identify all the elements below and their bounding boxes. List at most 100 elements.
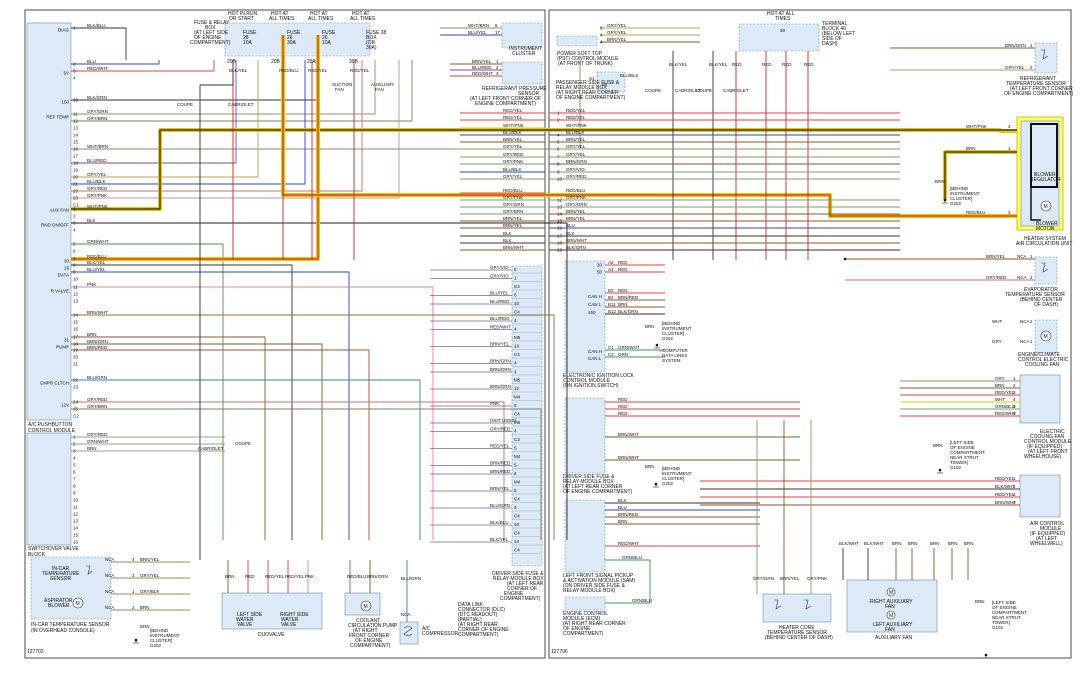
driver-fuse-box-left — [511, 265, 543, 567]
pin-number: C4 — [514, 310, 520, 315]
pin-number: 17 — [495, 30, 501, 35]
pushbutton-wire — [71, 60, 400, 199]
wire-color-label: BLU/BLK — [620, 73, 639, 78]
wire-color-label: RED — [245, 574, 255, 579]
pin-number: 4 — [514, 327, 517, 332]
pushbutton-wire — [71, 286, 434, 540]
ground-label: INSTRUMENT — [662, 471, 692, 476]
pin-number: B12 — [608, 309, 617, 314]
wire-color-label: BRN — [930, 541, 940, 546]
wire-color-label: BRN — [966, 146, 976, 151]
pin-number: 5 — [514, 446, 517, 451]
trunk-wire-label: WHT/PNK — [566, 123, 587, 128]
refrigerant-temp-sensor — [1034, 42, 1058, 74]
trunk-wire-label: GRY/RED — [566, 174, 587, 179]
pin-number: C2 — [73, 414, 79, 419]
pin-number: 1 — [1030, 43, 1033, 48]
switchover-valve-block — [26, 432, 72, 546]
trunk-wire-label: BLK/GRN — [566, 245, 586, 250]
wire-color-label: BLU/YEL — [87, 267, 106, 272]
pin-number: 7 — [73, 477, 76, 482]
pin-number: 16 — [557, 226, 563, 231]
refrig-thermistor — [1041, 49, 1049, 60]
ground-label: [LEFT SIDE — [950, 440, 974, 445]
pin-number: C4 — [514, 284, 520, 289]
ground-label: TOWER] — [950, 460, 968, 465]
wire-color-label: BLK/BLU — [490, 520, 509, 525]
wire-color-label: BLU/RED — [87, 158, 107, 163]
wire-color-label: RED/WHT — [490, 325, 511, 330]
nca-label: NCA — [401, 612, 411, 617]
wire-color-label: RED/BLU — [347, 574, 367, 579]
pin-number: 12 — [73, 119, 79, 124]
wire-color-label: BRN/WHT — [87, 310, 108, 315]
pin-number: M4 — [514, 454, 521, 459]
pin-number: 4 — [600, 40, 603, 45]
ground-label: G102 — [992, 625, 1004, 630]
pushbutton-wire — [71, 314, 555, 540]
pin-number: 4 — [514, 429, 517, 434]
wire-color-label: BLK — [87, 218, 96, 223]
wire-color-label: BLK/WHT — [839, 541, 859, 546]
ground-label: CLUSTER] — [662, 331, 684, 336]
ground-label: G202 — [662, 481, 674, 486]
blower-internal — [1030, 124, 1041, 221]
heater-system-inner — [1020, 120, 1060, 227]
coupler-label: COUPE — [235, 441, 251, 446]
wire-color-label: RED/BLU — [966, 210, 986, 215]
pin-number: C1 — [608, 345, 614, 350]
wire-color-label: GRY/YEL — [1005, 65, 1025, 70]
wire-color-label: GRN — [618, 352, 628, 357]
pin-number: C2 — [608, 352, 614, 357]
pin-number: 18 — [73, 342, 79, 347]
wire-color-label: BLK/GRN — [618, 309, 638, 314]
pin-number: 1 — [514, 369, 517, 374]
pin-number: 4 — [600, 33, 603, 38]
fuse-feed-wire — [71, 35, 319, 260]
pin-number: C4 — [514, 352, 520, 357]
wire-color-label: BRN/WHT — [995, 500, 1016, 505]
pushbutton-wire — [71, 336, 266, 540]
pin-number: 11 — [73, 505, 78, 510]
pin-number: 5 — [73, 242, 76, 247]
wire-color-label: BLU/RED — [490, 299, 510, 304]
pin-number: 5 — [514, 488, 517, 493]
pin-number: 9 — [557, 170, 560, 175]
wire-color-label: BLU/YEL — [468, 30, 487, 35]
pin-number: 19 — [73, 168, 79, 173]
pin-number: C4 — [514, 548, 520, 553]
wire-color-label: RED/WHT — [472, 71, 493, 76]
wire-color-label: BRN/YEL — [490, 486, 510, 491]
pin-number: 4 — [132, 557, 135, 562]
pin-number: 21 — [73, 362, 79, 367]
wire-color-label: BRN — [645, 324, 655, 329]
suction-fan-label: FAN — [335, 87, 344, 92]
pin-group-label: CAN L — [588, 302, 602, 307]
left-figure-id: 127702 — [27, 649, 44, 655]
wire-color-label: GRY/YEL — [607, 30, 627, 35]
wire-color-label: GRY/VIO — [490, 265, 509, 270]
wire-color-label: GRY/YEL — [87, 172, 107, 177]
wire-color-label: BLU/BLK — [87, 179, 106, 184]
wire-color-label: BRN/GRN — [490, 384, 511, 389]
suction-fan-label: SUCTION — [332, 82, 352, 87]
ground-label: INSTRUMENT — [662, 326, 692, 331]
pin-number: 13 — [557, 205, 563, 210]
nca-label: NCA — [105, 589, 115, 594]
wire-color-label: BRN/GRN — [490, 359, 511, 364]
blower-m: M — [1044, 204, 1048, 210]
pin-number: 3 — [514, 505, 517, 510]
pin-number: 1 — [1013, 376, 1016, 381]
pin-number: 6 — [1013, 411, 1016, 416]
wire-color-label: BRN/RED — [618, 512, 639, 517]
trunk-wire-label: BRN/YEL — [566, 216, 586, 221]
